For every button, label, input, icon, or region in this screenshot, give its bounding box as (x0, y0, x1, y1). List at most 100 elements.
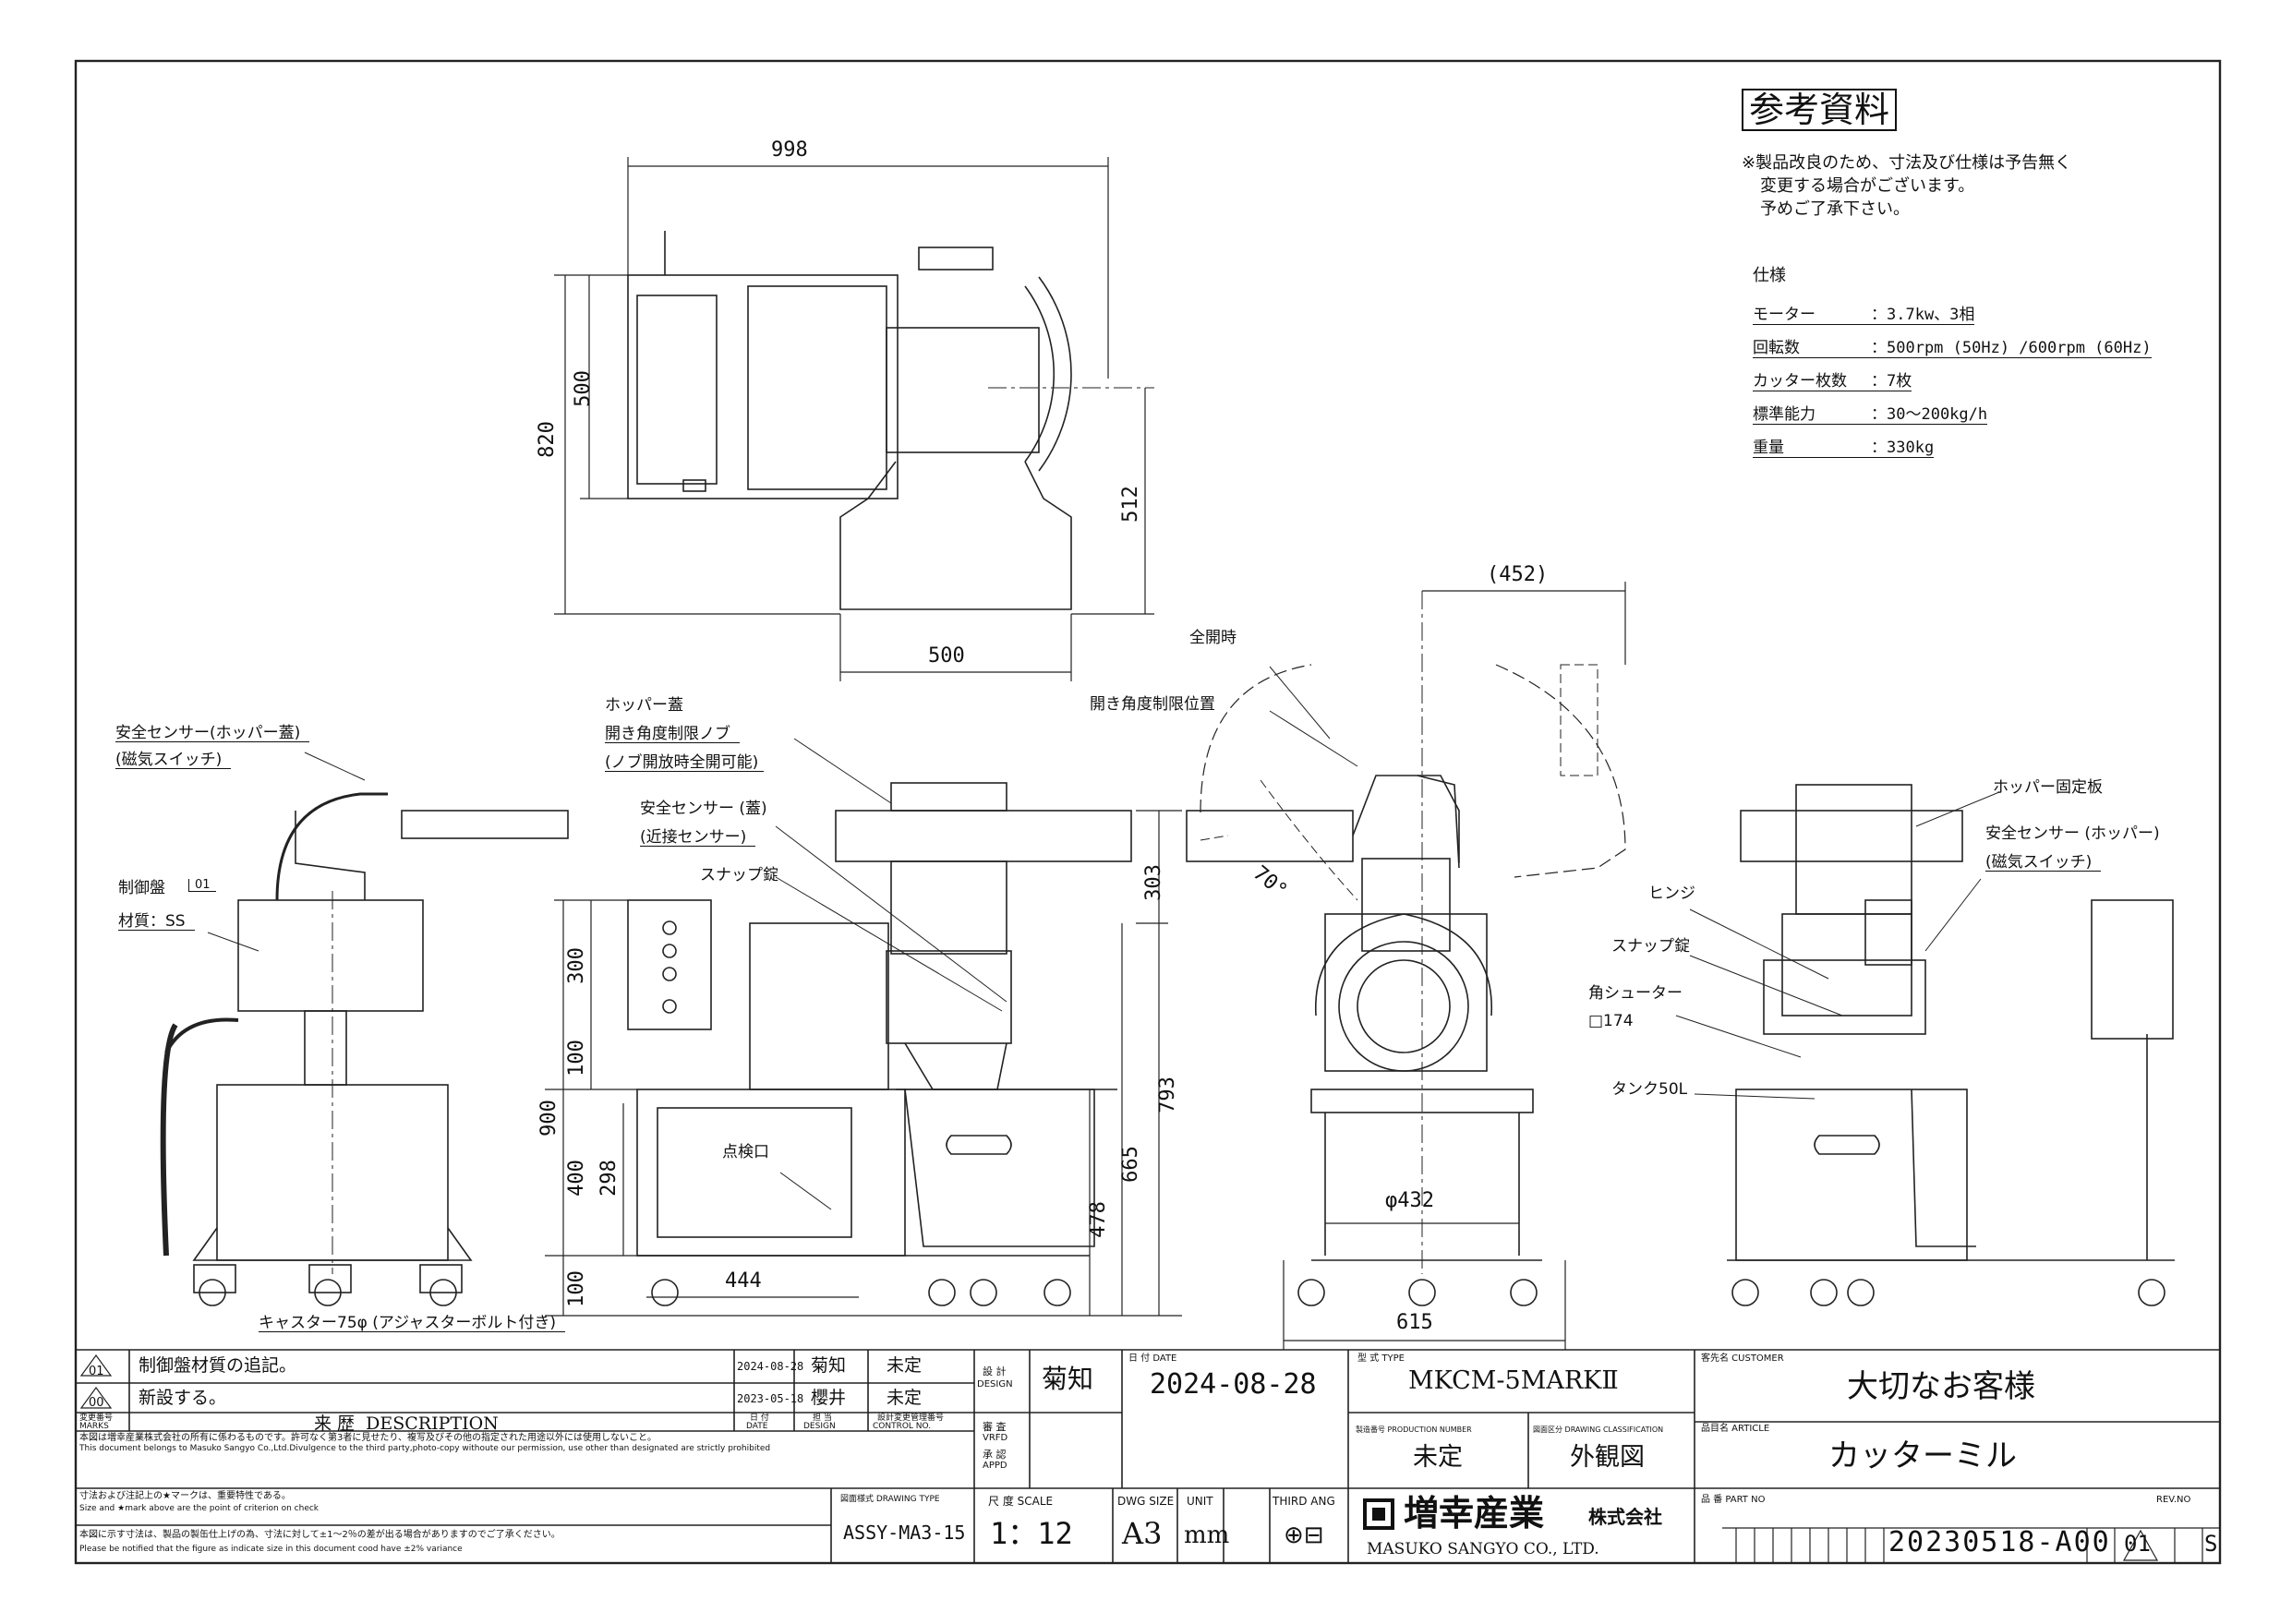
tb-suffix-value: S (2204, 1531, 2218, 1557)
tb-part-value: 20230518-A00 (1888, 1526, 2111, 1558)
spec-row-cutters: カッター枚数：7枚 (1753, 367, 1912, 391)
callout-open-angle-knob: 開き角度制限ノブ (605, 727, 740, 743)
spec-row-weight: 重量：330kg (1753, 434, 1935, 458)
rev-00-description: 新設する。 (139, 1388, 227, 1408)
tb-scale-value: 1：12 (990, 1516, 1073, 1551)
tb-customer-label: 客先名 CUSTOMER (1701, 1353, 1784, 1364)
tb-part-label: 品 番 PART NO (1701, 1495, 1766, 1505)
tb-article-label: 品目名 ARTICLE (1701, 1424, 1770, 1434)
tb-design-value: 菊知 (1042, 1364, 1094, 1394)
rev-header-date-jp: 日 付 (750, 1413, 769, 1423)
callout-hopper-lid: ホッパー蓋 (605, 696, 683, 715)
rev-00-designer: 櫻井 (811, 1388, 847, 1408)
rev-header-control-jp: 設計変更管理番号 (877, 1413, 945, 1423)
rev-01-mark: 01 (89, 1365, 104, 1378)
callout-safety-sensor-hopper: 安全センサー (ホッパー) (1985, 824, 2160, 843)
callout-safety-sensor-hopper-lid: 安全センサー(ホッパー蓋) (115, 726, 310, 742)
reference-label: 参考資料 (1742, 89, 1898, 131)
dim-100-upper: 100 (564, 1040, 588, 1077)
rev-01-date: 2024-08-28 (737, 1360, 804, 1373)
callout-caster: キャスター75φ (アジャスターボルト付き) (259, 1316, 565, 1332)
callout-proximity-sensor: (近接センサー) (640, 830, 756, 847)
note-line-1: ※製品改良のため、寸法及び仕様は予告無く (1742, 153, 2072, 173)
note-criterion-jp: 寸法および注記上の★マークは、重要特性である。 (79, 1491, 291, 1501)
dim-303: 303 (1141, 864, 1165, 901)
tb-article-value: カッターミル (1828, 1438, 2017, 1474)
tb-production-label: 製造番号 PRODUCTION NUMBER (1356, 1426, 1472, 1434)
rev-00-control: 未定 (887, 1388, 923, 1408)
rev-header-desc: 来 歴 DESCRIPTION (314, 1413, 499, 1434)
rev-header-marks-jp: 変更番号 (79, 1413, 114, 1423)
tb-check-label-jp: 審 査 (983, 1421, 1007, 1433)
dim-615: 615 (1396, 1311, 1433, 1334)
company-logo (1363, 1498, 1394, 1530)
tb-type-label: 型 式 TYPE (1357, 1353, 1405, 1364)
dim-478: 478 (1086, 1201, 1110, 1238)
callout-hopper-fix-plate: ホッパー固定板 (1993, 778, 2103, 797)
callout-hinge: ヒンジ (1648, 884, 1695, 903)
dim-298: 298 (597, 1160, 621, 1197)
tb-date-label: 日 付 DATE (1128, 1353, 1177, 1364)
rev-header-date-en: DATE (746, 1422, 768, 1431)
tb-company-suffix: 株式会社 (1588, 1506, 1662, 1528)
spec-row-motor: モーター：3.7kw、3相 (1753, 301, 1975, 325)
tb-approve-label-jp: 承 認 (983, 1449, 1007, 1461)
dim-452: (452) (1487, 563, 1549, 586)
rear-view (1727, 784, 2175, 1306)
tb-drawing-type-value: ASSY-MA3-15 (843, 1522, 966, 1544)
rev-01-description: 制御盤材質の追記。 (139, 1355, 297, 1376)
dim-665: 665 (1118, 1146, 1142, 1183)
tb-angle-label: THIRD ANG (1273, 1495, 1335, 1508)
callout-knob-note: (ノブ開放時全開可能) (605, 755, 765, 772)
callout-magnetic-switch-1: (磁気スイッチ) (115, 752, 232, 769)
callout-snap-lock-1: スナップ錠 (700, 866, 778, 884)
title-block-grid (76, 1349, 2220, 1563)
tb-angle-symbol: ⊕⊟ (1284, 1522, 1324, 1549)
rev-header-design-jp: 担 当 (813, 1413, 832, 1423)
rev-00-mark: 00 (89, 1396, 104, 1410)
spec-heading: 仕様 (1753, 266, 1786, 285)
tb-size-value: A3 (1122, 1516, 1163, 1551)
tb-size-label: DWG SIZE (1117, 1495, 1175, 1508)
tb-customer-value: 大切なお客様 (1847, 1368, 2035, 1405)
dim-100-lower: 100 (564, 1270, 588, 1307)
tb-company-en: MASUKO SANGYO CO., LTD. (1367, 1540, 1599, 1558)
tb-company-jp: 増幸産業 (1404, 1493, 1545, 1534)
note-variance-en: Please be notified that the figure as in… (79, 1545, 463, 1554)
dim-444: 444 (725, 1269, 762, 1293)
rev-header-marks-en: MARKS (79, 1422, 109, 1431)
tb-classification-value: 外観図 (1570, 1443, 1645, 1472)
callout-material: 材質：SS (118, 914, 195, 931)
dim-400: 400 (564, 1160, 588, 1197)
tb-type-value: MKCM-5MARKⅡ (1408, 1366, 1619, 1395)
dim-900: 900 (537, 1100, 561, 1137)
callout-snap-lock-2: スナップ錠 (1611, 937, 1690, 956)
tb-rev-label: REV.NO (2156, 1495, 2191, 1505)
drawing-frame (74, 59, 2222, 1565)
dim-793: 793 (1155, 1077, 1179, 1113)
callout-inspection-port: 点検口 (722, 1143, 769, 1161)
note-criterion-en: Size and ★mark above are the point of cr… (79, 1504, 320, 1513)
company-logo-mark (1372, 1508, 1385, 1521)
tb-check-label-en: VRFD (983, 1433, 1008, 1443)
callout-square-chute-size: □174 (1588, 1012, 1634, 1030)
tb-approve-label-en: APPD (983, 1461, 1007, 1471)
tb-design-label-en: DESIGN (977, 1379, 1013, 1389)
note-line-3: 予めご了承下さい。 (1760, 199, 1910, 219)
tb-unit-value: mm (1184, 1522, 1230, 1549)
spec-row-capacity: 標準能力：30～200kg/h (1753, 401, 1988, 425)
callout-full-open: 全開時 (1189, 629, 1236, 647)
dim-phi-432: φ432 (1385, 1189, 1434, 1212)
rev-01-designer: 菊知 (811, 1355, 847, 1376)
note-ownership-jp: 本図は増幸産業株式会社の所有に係わるものです。許可なく第3者に見せたり、複写及び… (79, 1433, 657, 1443)
leader-lines (207, 666, 2000, 1210)
rev-header-design-en: DESIGN (803, 1422, 836, 1431)
left-side-view (160, 792, 569, 1306)
tb-unit-label: UNIT (1187, 1495, 1213, 1508)
spec-row-speed: 回転数：500rpm (50Hz) /600rpm (60Hz) (1753, 334, 2152, 358)
dim-512: 512 (1118, 486, 1142, 523)
note-ownership-en: This document belongs to Masuko Sangyo C… (79, 1444, 771, 1453)
top-view (627, 231, 1154, 610)
dim-500-hopper: 500 (928, 644, 965, 668)
